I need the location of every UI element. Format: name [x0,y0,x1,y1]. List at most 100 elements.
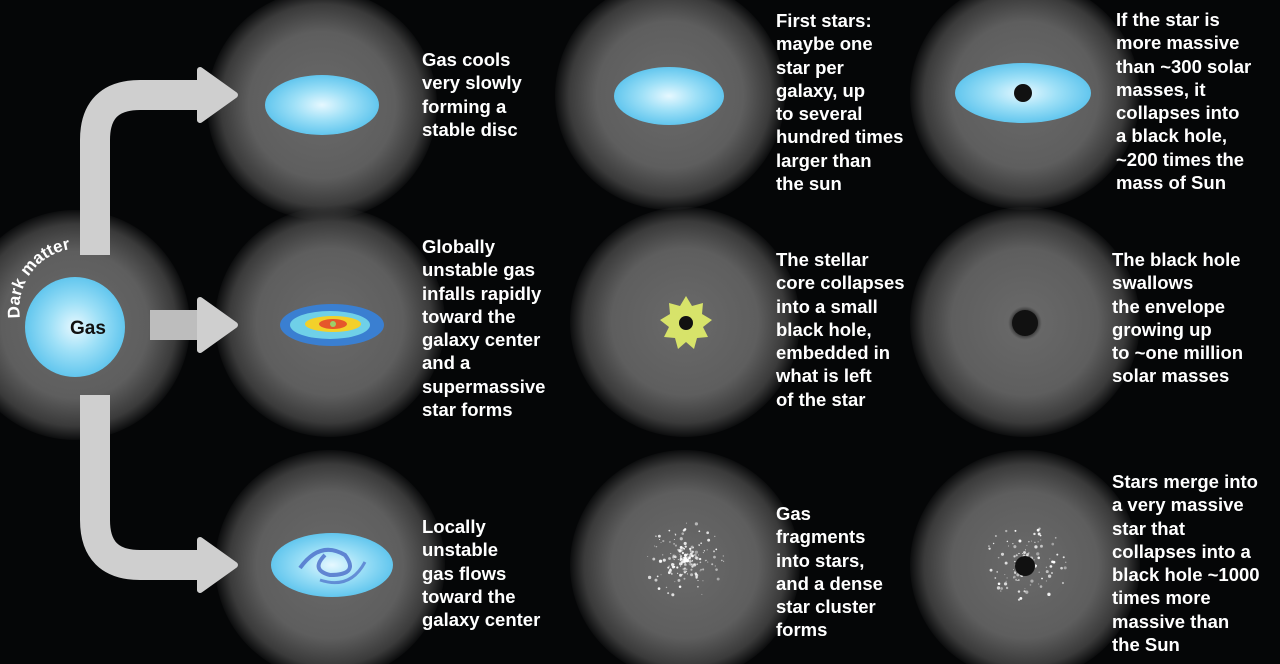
star-dot [679,558,683,562]
star-dot [691,550,694,553]
star-dot [1034,545,1038,549]
star-dot [988,547,991,550]
star-dot [1056,553,1059,556]
star-dot [655,545,658,548]
star-dot [680,565,682,567]
star-dot [685,568,688,571]
gas-sphere [25,277,125,377]
star-dot [676,566,679,569]
star-dot [1008,545,1010,547]
first-star-disc [614,67,724,125]
star-dot [680,548,684,552]
star-dot [707,538,711,542]
star-dot [697,585,699,588]
star-dot [1025,549,1026,551]
star-dot [669,568,672,572]
star-dot [686,573,688,575]
star-dot [655,535,657,538]
star-dot [674,544,677,547]
star-dot [1019,596,1023,600]
star-dot [690,573,694,577]
star-dot [691,560,694,562]
star-dot [657,587,661,590]
star-dot [679,555,683,558]
star-dot [997,582,1001,586]
star-dot [660,541,662,543]
star-dot [1004,574,1006,576]
star-dot [1012,569,1015,571]
star-dot [662,558,666,562]
black-hole-icon [679,316,693,330]
star-dot [691,550,695,553]
star-dot [700,542,703,545]
star-dot [685,570,688,573]
star-dot [713,555,716,559]
black-hole-icon [1015,556,1035,576]
star-dot [677,559,679,561]
star-dot [1018,552,1020,555]
star-dot [1065,561,1067,563]
star-dot [1004,561,1008,565]
star-dot [672,554,676,558]
star-dot [1047,592,1051,597]
star-dot [682,568,684,570]
star-dot [1023,590,1026,593]
star-dot [689,549,692,552]
star-dot [1038,583,1040,585]
star-dot [647,575,652,580]
star-dot [716,577,720,581]
star-dot [1013,577,1015,579]
star-dot [696,574,698,575]
star-dot [670,571,672,573]
star-dot [1045,566,1048,569]
star-dot [1015,554,1018,557]
star-dot [1063,566,1067,570]
spiral-gas-disc [271,533,393,597]
row2-step2-text: The stellar core collapses into a small … [776,249,905,410]
star-dot [1023,551,1026,554]
star-dot [1039,534,1042,537]
star-dot [1040,544,1043,548]
star-dot [688,557,691,560]
star-dot [1040,539,1042,541]
star-dot [679,537,683,541]
star-dot [996,571,999,573]
star-dot [674,556,677,559]
star-dot [713,550,715,553]
star-dot [1026,544,1028,547]
star-dot [700,568,703,571]
star-dot [667,566,670,569]
star-dot [691,554,694,558]
star-dot [683,577,686,580]
star-dot [673,559,675,561]
star-dot [683,558,687,562]
star-dot [686,553,689,556]
star-dot [1015,578,1018,581]
star-dot [994,535,997,538]
star-dot [723,560,725,562]
star-cluster [647,522,725,597]
arrow-head-top [197,67,238,123]
star-dot [1022,552,1023,554]
star-dot [658,559,663,563]
star-dot [660,574,662,576]
star-dot [685,522,687,524]
star-dot [672,556,675,559]
star-dot [1005,580,1007,582]
star-dot [678,585,682,589]
star-dot [1045,570,1049,574]
star-dot [684,563,686,565]
star-dot [677,548,680,551]
star-dot [989,568,993,572]
star-dot [703,550,705,552]
star-dot [705,559,707,562]
star-dot [992,542,995,545]
star-dot [656,575,659,578]
star-dot [689,553,692,557]
star-dot [1000,587,1003,590]
star-dot [996,586,1001,590]
star-dot [693,554,695,556]
star-dot [684,545,687,548]
star-dot [667,592,670,595]
